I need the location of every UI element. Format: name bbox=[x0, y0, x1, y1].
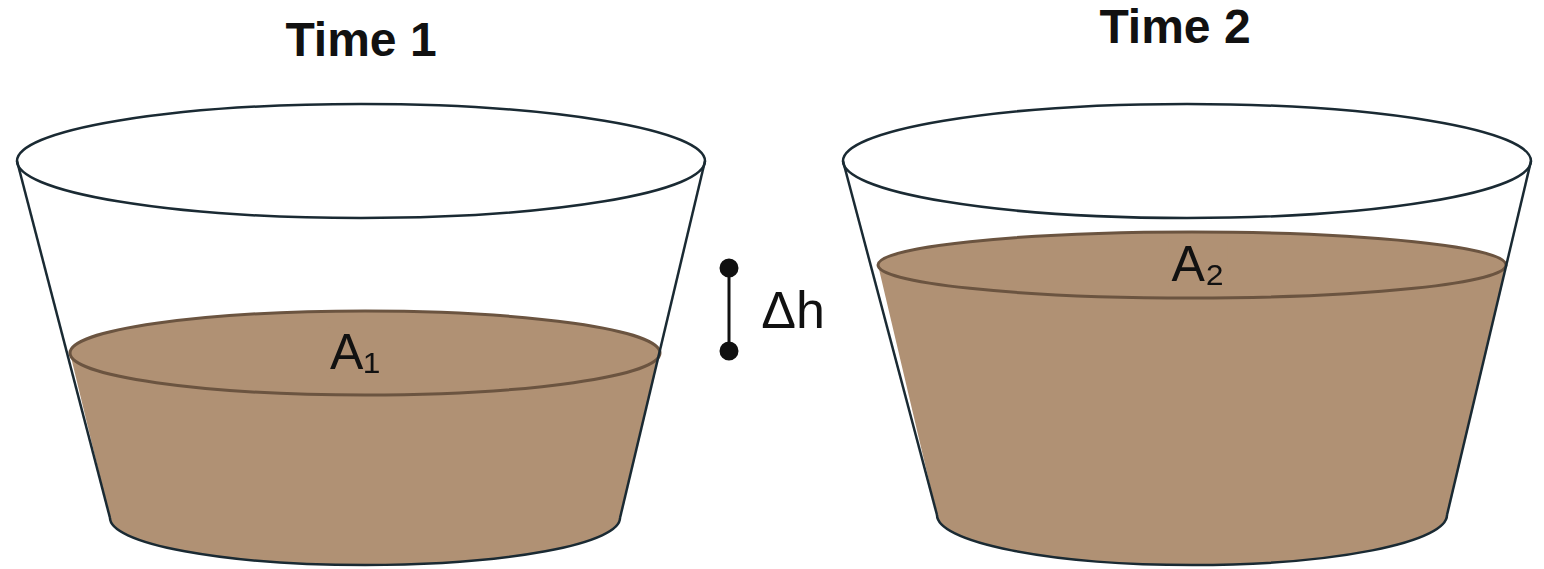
bracket-line bbox=[728, 268, 731, 351]
bucket-side bbox=[620, 161, 705, 518]
water-body bbox=[878, 232, 1506, 565]
bucket-side bbox=[1447, 161, 1531, 515]
water-surface bbox=[878, 232, 1506, 298]
height-change-label: Δh bbox=[761, 284, 825, 336]
bucket-side bbox=[843, 161, 937, 515]
bucket-base bbox=[937, 515, 1447, 565]
bucket: Time 2 A₂ bbox=[772, 0, 1544, 569]
water-surface bbox=[70, 311, 660, 395]
bucket-rim bbox=[17, 104, 705, 218]
bucket-outline bbox=[772, 0, 1544, 569]
time-heading: Time 2 bbox=[1099, 3, 1250, 51]
bucket-outline bbox=[0, 0, 772, 569]
bucket-side bbox=[17, 161, 110, 518]
area-label: A₁ bbox=[327, 327, 383, 377]
bucket: Time 1 A₁ bbox=[0, 0, 772, 569]
bucket-base bbox=[110, 518, 620, 565]
water-body bbox=[70, 311, 660, 565]
time-heading: Time 1 bbox=[285, 16, 436, 64]
bracket-dot bbox=[721, 260, 737, 276]
bracket-dot bbox=[721, 343, 737, 359]
area-label: A₂ bbox=[1169, 239, 1228, 289]
bucket-rim bbox=[843, 104, 1531, 218]
bracket bbox=[721, 260, 737, 359]
